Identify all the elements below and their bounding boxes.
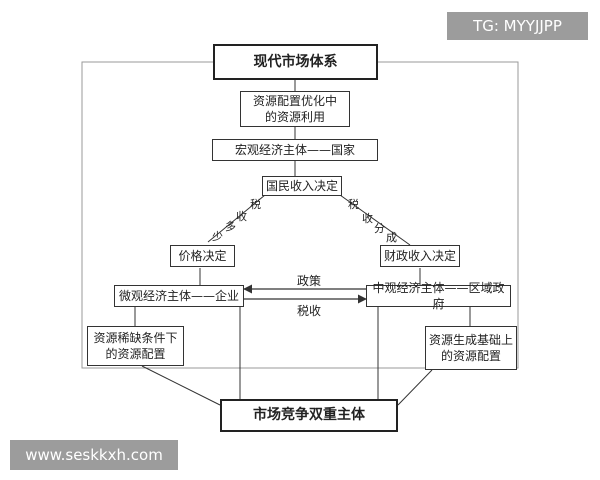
meso-economic-subject-box: 中观经济主体——区域政府 — [366, 281, 511, 311]
price-decision-label: 价格决定 — [178, 248, 227, 263]
right-edge-label-3: 分 — [374, 222, 385, 235]
dual-subject-label: 市场竞争双重主体 — [253, 407, 365, 424]
resource-optimization-box: 资源配置优化中 的资源利用 — [240, 91, 350, 127]
connector-scarce-to-dual — [141, 365, 221, 406]
left-edge-label-1: 税 — [250, 198, 261, 211]
left-edge-label-3: 少 — [212, 230, 223, 243]
meso-economic-subject-label: 中观经济主体——区域政府 — [372, 280, 505, 311]
scarce-resources-box: 资源稀缺条件下 的资源配置 — [87, 326, 184, 366]
bottom-left-watermark: www.seskkxh.com — [10, 440, 178, 470]
right-edge-label-2: 收 — [362, 212, 373, 225]
resource-generation-label: 资源生成基础上 的资源配置 — [428, 332, 513, 363]
micro-economic-subject-label: 微观经济主体——企业 — [118, 288, 239, 303]
macro-economic-subject-label: 宏观经济主体——国家 — [234, 142, 355, 157]
resource-generation-box: 资源生成基础上 的资源配置 — [425, 326, 517, 370]
tax-label: 税收 — [297, 304, 322, 318]
top-right-watermark: TG: MYYJJPP — [447, 12, 588, 40]
macro-economic-subject-box: 宏观经济主体——国家 — [212, 139, 378, 161]
left-edge-label-2: 收 — [236, 210, 247, 223]
modern-market-system-box: 现代市场体系 — [213, 44, 378, 80]
national-income-box: 国民收入决定 — [262, 176, 342, 196]
connector-income-to-price — [207, 194, 266, 243]
top-right-watermark-text: TG: MYYJJPP — [473, 17, 562, 35]
national-income-label: 国民收入决定 — [265, 178, 338, 193]
resource-optimization-label: 资源配置优化中 的资源利用 — [252, 93, 337, 124]
scarce-resources-label: 资源稀缺条件下 的资源配置 — [93, 330, 178, 361]
left-edge-label-4: 多 — [225, 220, 236, 233]
right-edge-label-4: 成 — [386, 231, 397, 244]
bottom-left-watermark-text: www.seskkxh.com — [25, 446, 163, 464]
dual-subject-box: 市场竞争双重主体 — [220, 399, 398, 432]
right-edge-label-1: 税 — [348, 198, 359, 211]
connector-generation-to-dual — [397, 369, 433, 406]
policy-label: 政策 — [297, 274, 322, 288]
price-decision-box: 价格决定 — [170, 245, 235, 267]
modern-market-system-label: 现代市场体系 — [253, 53, 338, 70]
fiscal-income-box: 财政收入决定 — [380, 245, 460, 267]
fiscal-income-label: 财政收入决定 — [383, 248, 456, 263]
connector-income-to-fiscal — [339, 194, 411, 246]
micro-economic-subject-box: 微观经济主体——企业 — [114, 285, 244, 307]
